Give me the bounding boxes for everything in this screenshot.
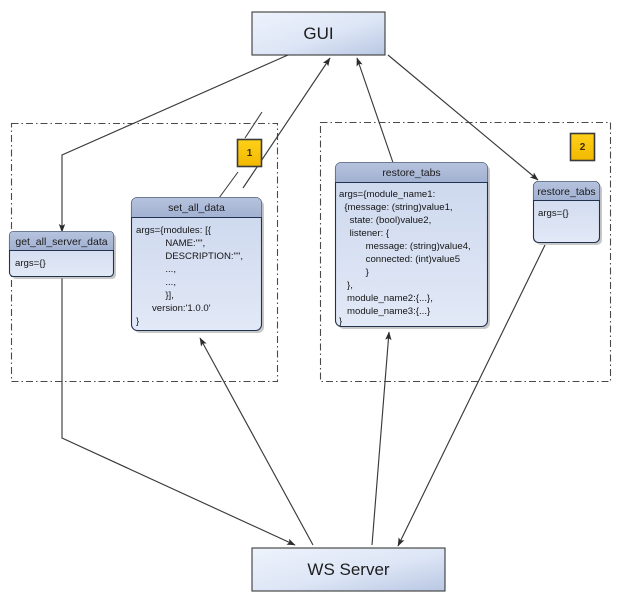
- node-set-all-data[interactable]: set_all_data args={modules: [{ NAME:"", …: [130, 196, 265, 334]
- connector-ws-server-to-restore-tabs-detailed: [371, 331, 392, 546]
- node-restore-tabs-detailed-body-line-1: {message: (string)value1,: [339, 202, 453, 213]
- node-get-all-server-data-title: get_all_server_data: [15, 236, 107, 248]
- badge-1-label: 1: [247, 148, 253, 159]
- node-set-all-data-body-line-6: version:'1.0.0': [136, 303, 211, 314]
- node-set-all-data-body-line-1: NAME:"",: [136, 238, 205, 249]
- badge-1-leader-upper: [244, 111, 263, 139]
- node-restore-tabs-detailed-body-line-10: }: [339, 316, 343, 327]
- badge-2[interactable]: 2: [569, 132, 596, 162]
- badge-1-box: [236, 138, 263, 168]
- node-set-all-data-body-line-4: ...,: [136, 277, 176, 288]
- node-get-all-server-data-body-line: args={}: [15, 258, 46, 269]
- node-gui-label: GUI: [303, 24, 333, 43]
- node-restore-tabs-detailed-body-line-7: },: [339, 280, 353, 291]
- node-set-all-data-body-line-5: }],: [136, 290, 174, 301]
- node-restore-tabs-detailed-body-line-6: }: [339, 267, 370, 278]
- connector-set-all-data-to-gui: [242, 57, 331, 189]
- node-gui[interactable]: GUI: [251, 11, 386, 56]
- node-set-all-data-body-line-2: DESCRIPTION:"",: [136, 251, 243, 262]
- group-frame-2: [319, 121, 612, 383]
- node-get-all-server-data-header: [9, 231, 114, 251]
- node-restore-tabs-detailed-body-line-9: module_name3:{...}: [339, 306, 431, 317]
- node-restore-tabs-detailed-body: args={module_name1: {message: (string)va…: [339, 189, 471, 327]
- badge-2-label: 2: [580, 142, 586, 153]
- node-restore-tabs-simple-body-line: args={}: [538, 208, 569, 219]
- node-restore-tabs-detailed-body-line-5: connected: (int)value5: [339, 254, 460, 265]
- connector-get-all-server-data-to-ws-server: [61, 278, 296, 546]
- node-ws-server[interactable]: WS Server: [251, 547, 446, 592]
- node-restore-tabs-detailed-body-line-8: module_name2:{...},: [339, 293, 433, 304]
- node-gui-box: [251, 11, 386, 56]
- node-set-all-data-body-line-3: ...,: [136, 264, 176, 275]
- node-ws-server-box: [251, 547, 446, 592]
- connector-restore-tabs-simple-to-ws-server: [397, 244, 546, 547]
- connector-gui-to-get-all-server-data: [58, 54, 289, 233]
- node-restore-tabs-detailed-body-line-0: args={module_name1:: [339, 189, 435, 200]
- node-restore-tabs-detailed-header: [335, 162, 488, 183]
- node-set-all-data-body-line-0: args={modules: [{: [136, 225, 212, 236]
- node-restore-tabs-detailed[interactable]: restore_tabs args={module_name1: {messag…: [334, 161, 491, 330]
- node-restore-tabs-detailed-body-line-2: state: (bool)value2,: [339, 215, 431, 226]
- badge-2-box: [569, 132, 596, 162]
- node-get-all-server-data[interactable]: get_all_server_data args={}: [8, 230, 117, 280]
- node-set-all-data-title: set_all_data: [168, 202, 225, 214]
- connector-ws-server-to-set-all-data: [199, 337, 314, 546]
- connector-gui-to-restore-tabs-simple: [387, 54, 539, 181]
- node-restore-tabs-simple-title: restore_tabs: [537, 186, 595, 198]
- node-restore-tabs-detailed-body-line-4: message: (string)value4,: [339, 241, 471, 252]
- node-restore-tabs-simple-header: [533, 181, 600, 201]
- node-set-all-data-body: args={modules: [{ NAME:"", DESCRIPTION:"…: [136, 225, 243, 327]
- node-ws-server-label: WS Server: [307, 560, 390, 579]
- node-restore-tabs-detailed-body-line-3: listener: {: [339, 228, 390, 239]
- badge-1[interactable]: 1: [236, 138, 263, 168]
- node-set-all-data-header: [131, 197, 262, 218]
- node-restore-tabs-detailed-title: restore_tabs: [382, 167, 440, 179]
- node-set-all-data-body-line-7: }: [136, 316, 140, 327]
- badge-1-leader-lower: [218, 171, 239, 199]
- node-restore-tabs-simple[interactable]: restore_tabs args={}: [532, 180, 603, 246]
